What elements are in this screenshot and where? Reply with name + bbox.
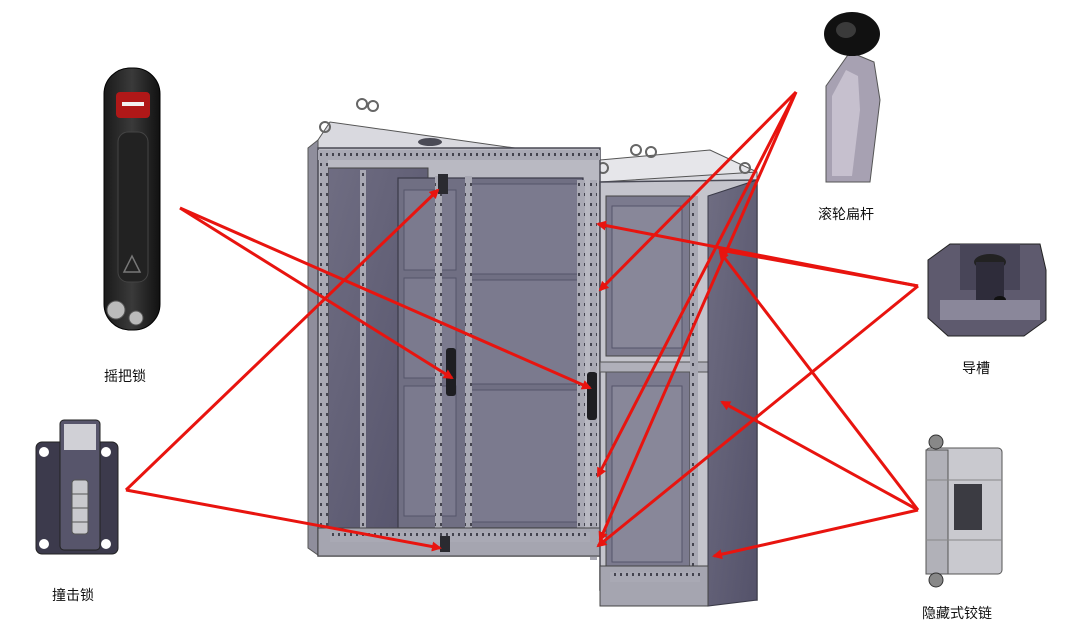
- roller-flat-bar-image: [824, 12, 881, 183]
- arrow-roller-bar-3: [598, 91, 798, 542]
- rocker-lock-image: [103, 67, 161, 331]
- arrow-strike-lock-2: [125, 488, 442, 552]
- cabinet-left-side: [307, 138, 319, 556]
- guide-groove-image: [927, 243, 1047, 337]
- label-guide-groove: 导槽: [962, 361, 990, 377]
- arrow-roller-bar-2: [596, 91, 798, 478]
- arrow-guide-groove-2: [718, 246, 919, 288]
- concealed-hinge-image: [925, 434, 1003, 588]
- label-roller-flat-bar: 滚轮扁杆: [818, 207, 874, 223]
- label-strike-lock: 撞击锁: [52, 588, 94, 604]
- label-concealed-hinge: 隐藏式铰链: [922, 606, 992, 622]
- arrow-hinge-1: [718, 250, 920, 511]
- electrical-cabinet: [307, 98, 758, 607]
- arrow-rocker-lock-1: [179, 206, 454, 380]
- arrow-rocker-lock-2: [179, 206, 592, 390]
- label-rocker-lock: 摇把锁: [104, 369, 146, 385]
- arrow-hinge-2: [720, 400, 919, 512]
- arrow-strike-lock-1: [124, 188, 440, 492]
- callout-arrows: [124, 90, 920, 560]
- cabinet-right-side: [707, 179, 758, 607]
- arrow-roller-bar-1: [598, 90, 798, 292]
- strike-lock-image: [35, 419, 119, 555]
- arrow-guide-groove-3: [596, 284, 919, 548]
- arrow-hinge-3: [712, 508, 919, 560]
